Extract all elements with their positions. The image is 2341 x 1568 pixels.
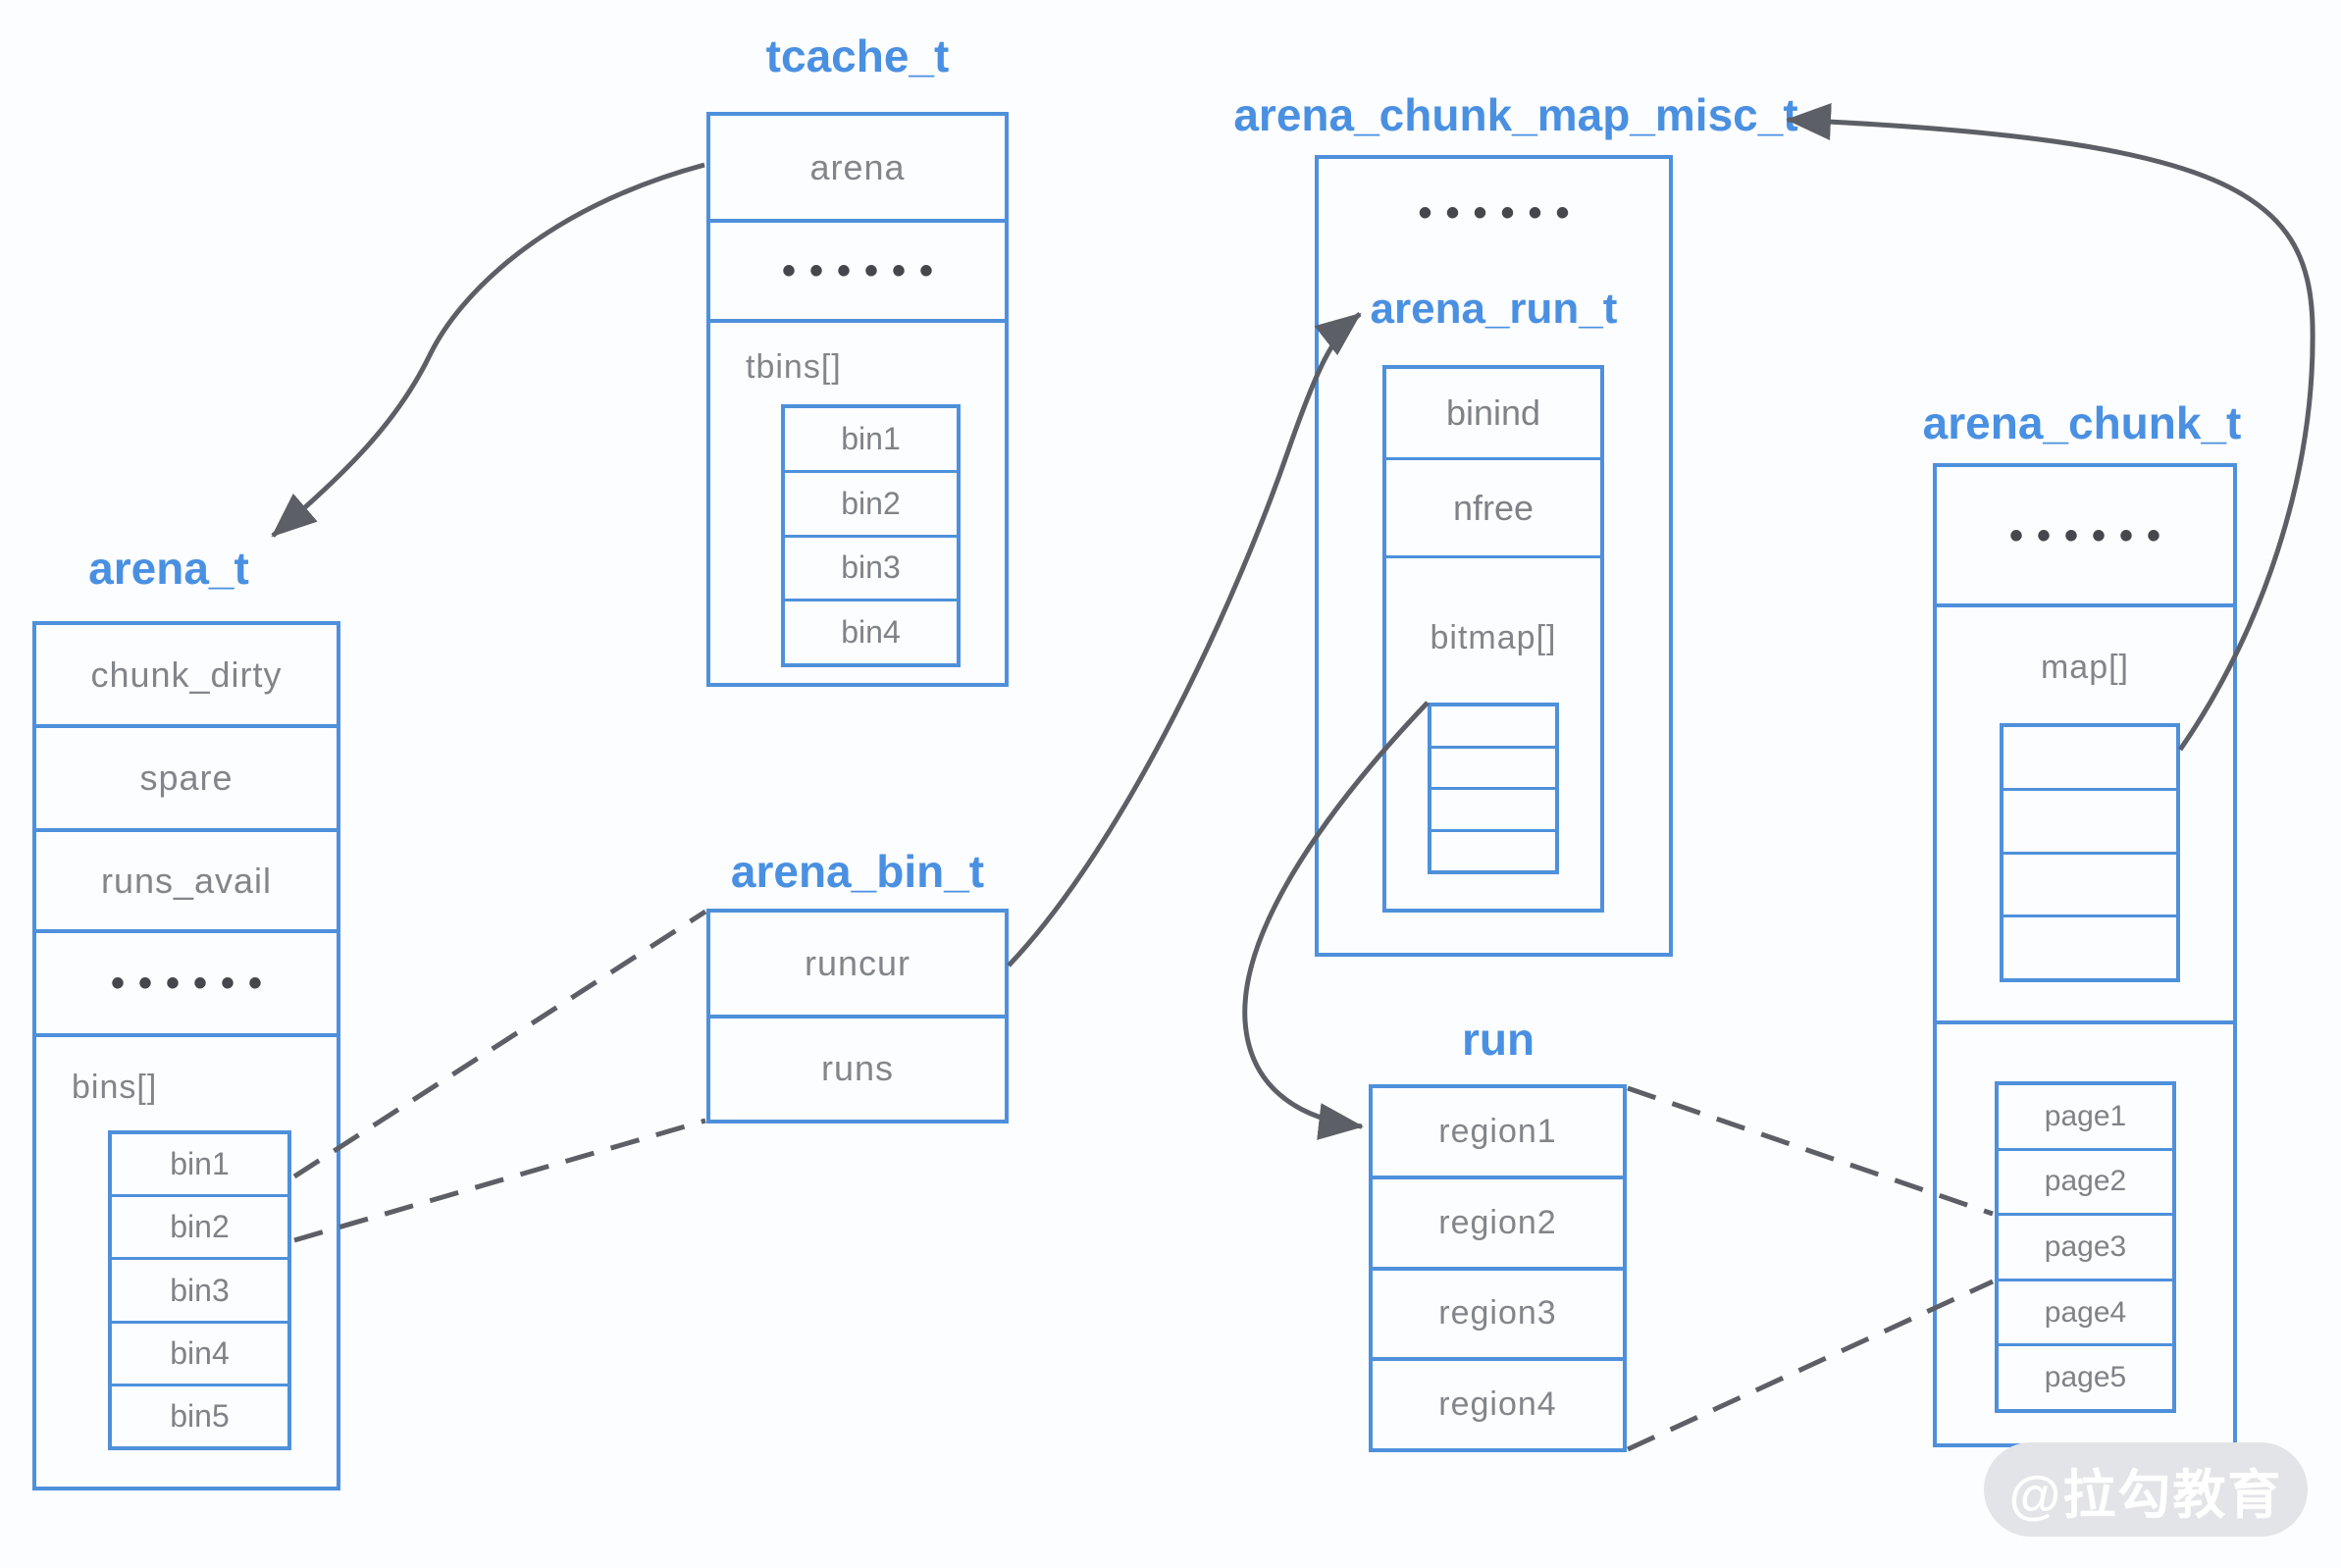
watermark-text: @拉勾教育	[2008, 1465, 2283, 1525]
tcache-bin-row: bin2	[785, 473, 957, 538]
map-slot	[2003, 791, 2176, 855]
tcache-bin-row: bin3	[785, 538, 957, 602]
arena-bin-row: bin5	[170, 1397, 230, 1434]
chunk-map-misc-dots: ••••••	[1418, 191, 1584, 235]
page-row: page3	[1999, 1216, 2172, 1281]
chunk-map-misc-title: arena_chunk_map_misc_t	[1233, 89, 1798, 140]
map-label: map[]	[2040, 649, 2130, 686]
bitmap-slot	[1431, 749, 1555, 790]
tcache-field-arena: arena	[710, 116, 1005, 223]
arena-chunk-dots: ••••••	[1937, 467, 2233, 607]
arena-chunk-title: arena_chunk_t	[1922, 397, 2242, 448]
arena-bin-box: runcur runs	[706, 909, 1009, 1124]
tcache-bin-row: bin1	[785, 408, 957, 473]
page-row: page2	[1999, 1151, 2172, 1217]
arena-box: chunk_dirty spare runs_avail •••••• bins…	[32, 621, 340, 1490]
run-field-binind: binind	[1386, 369, 1600, 460]
arena-run-title: arena_run_t	[1370, 285, 1618, 333]
watermark-badge: @拉勾教育	[1984, 1442, 2308, 1537]
arena-chunk-box: •••••• map[] page1 page2 page3 page4 pag…	[1933, 463, 2237, 1447]
tcache-bin-row: bin4	[841, 614, 901, 651]
run-field-nfree: nfree	[1386, 460, 1600, 558]
arena-field-runs-avail: runs_avail	[36, 832, 337, 933]
map-slot	[2003, 727, 2176, 791]
page-row: page5	[2044, 1361, 2127, 1394]
tcache-tbins-label: tbins[]	[746, 348, 842, 386]
map-slots-box	[2000, 723, 2180, 982]
arena-bin-field-runcur: runcur	[710, 913, 1005, 1019]
run-region-row: region3	[1373, 1271, 1623, 1362]
map-slot	[2003, 917, 2176, 978]
tcache-box: arena •••••• tbins[] bin1 bin2 bin3 bin4	[706, 112, 1009, 687]
bitmap-slot	[1431, 790, 1555, 832]
page-row: page4	[1999, 1281, 2172, 1347]
bitmap-slot	[1431, 832, 1555, 871]
dashed-link-bin1-to-arena-bin	[292, 909, 707, 1179]
arena-bin-row: bin3	[112, 1260, 287, 1324]
arena-bin-title: arena_bin_t	[730, 846, 985, 897]
tcache-dots: ••••••	[710, 223, 1005, 323]
arena-run-box: binind nfree bitmap[]	[1382, 365, 1604, 913]
run-title: run	[1461, 1014, 1535, 1065]
arena-bin-row: bin1	[112, 1134, 287, 1198]
run-region-row: region4	[1438, 1385, 1557, 1424]
bitmap-section: bitmap[]	[1386, 558, 1600, 909]
pages-box: page1 page2 page3 page4 page5	[1995, 1081, 2176, 1413]
arena-bin-row: bin2	[112, 1197, 287, 1261]
arena-dots: ••••••	[36, 933, 337, 1037]
arena-bin-field-runs: runs	[820, 1048, 895, 1089]
map-slot	[2003, 855, 2176, 918]
arena-bin-row: bin4	[112, 1324, 287, 1386]
tcache-title: tcache_t	[765, 30, 950, 81]
arena-bins-box: bin1 bin2 bin3 bin4 bin5	[108, 1130, 291, 1450]
arena-field-spare: spare	[36, 728, 337, 832]
bitmap-slot	[1431, 706, 1555, 749]
bitmap-label: bitmap[]	[1430, 619, 1557, 656]
arena-bins-label: bins[]	[72, 1069, 158, 1106]
arrow-tcache-arena-to-arena-t	[271, 162, 705, 538]
bitmap-slots-box	[1428, 703, 1559, 874]
arena-title: arena_t	[88, 543, 249, 594]
dashed-link-bin2-to-arena-bin	[293, 1118, 706, 1243]
run-region-row: region1	[1373, 1088, 1623, 1179]
arena-field-chunk-dirty: chunk_dirty	[36, 625, 337, 728]
arrow-runcur-to-arena-run-t	[1007, 312, 1362, 967]
tcache-tbins-box: bin1 bin2 bin3 bin4	[781, 404, 961, 667]
page-row: page1	[1999, 1085, 2172, 1151]
run-box: region1 region2 region3 region4	[1369, 1084, 1627, 1452]
run-region-row: region2	[1373, 1179, 1623, 1271]
chunk-map-misc-box: •••••• arena_run_t binind nfree bitmap[]	[1315, 155, 1673, 957]
